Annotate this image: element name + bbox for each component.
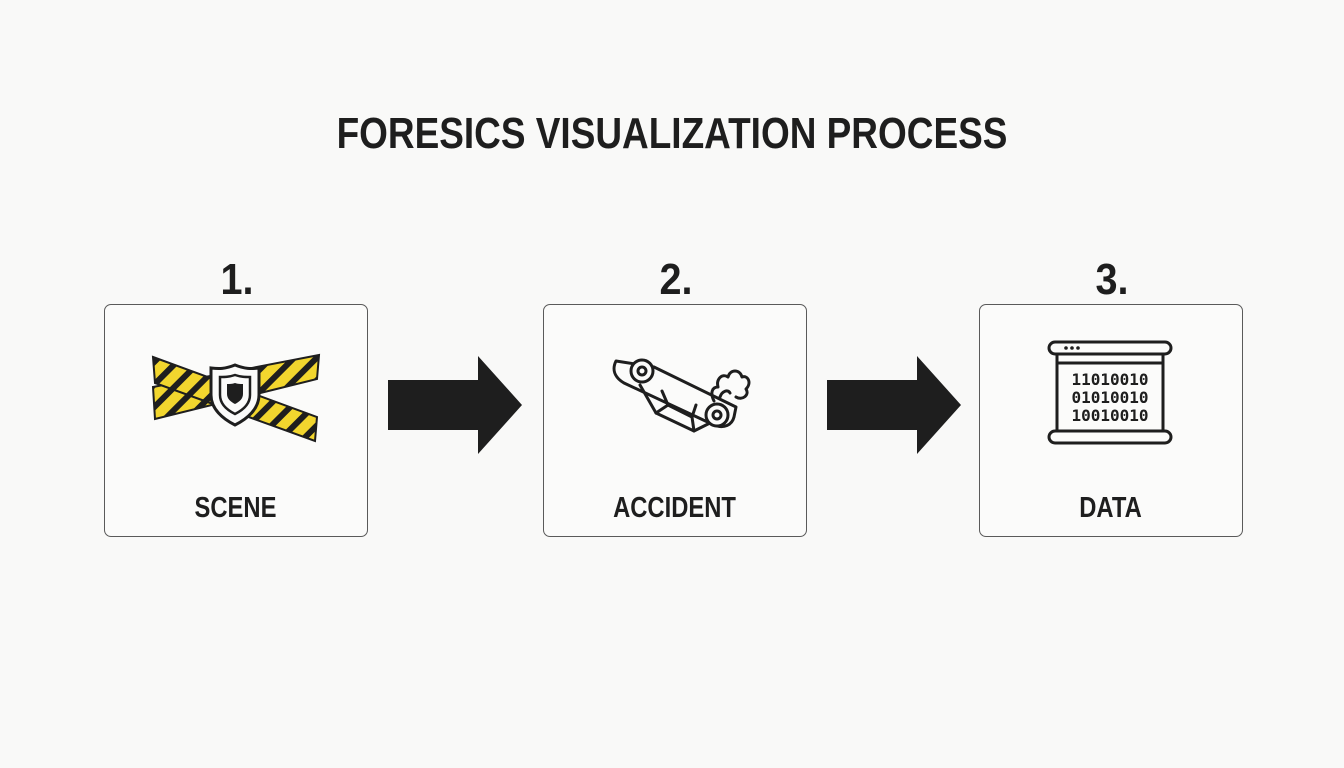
diagram-title: FORESICS VISUALIZATION PROCESS [336,109,1008,158]
binary-line-3: 10010010 [1071,406,1148,425]
step-3-card: 11010010 01010010 10010010 DATA [979,304,1243,537]
step-2-card: ACCIDENT [543,304,807,537]
binary-line-1: 11010010 [1071,370,1148,389]
step-1-label: SCENE [194,492,277,524]
step-2-label: ACCIDENT [613,492,736,524]
crime-scene-tape-badge-icon [151,353,321,443]
binary-data-window-icon: 11010010 01010010 10010010 [1047,340,1173,445]
arrow-right-icon [388,356,522,454]
step-3-label: DATA [1079,492,1142,524]
step-2-number: 2. [659,255,693,304]
step-3-number: 3. [1095,255,1129,304]
step-1-number: 1. [220,255,254,304]
overturned-car-icon [612,358,751,433]
binary-line-2: 01010010 [1071,388,1148,407]
step-1-card: SCENE [104,304,368,537]
arrow-right-icon [827,356,961,454]
